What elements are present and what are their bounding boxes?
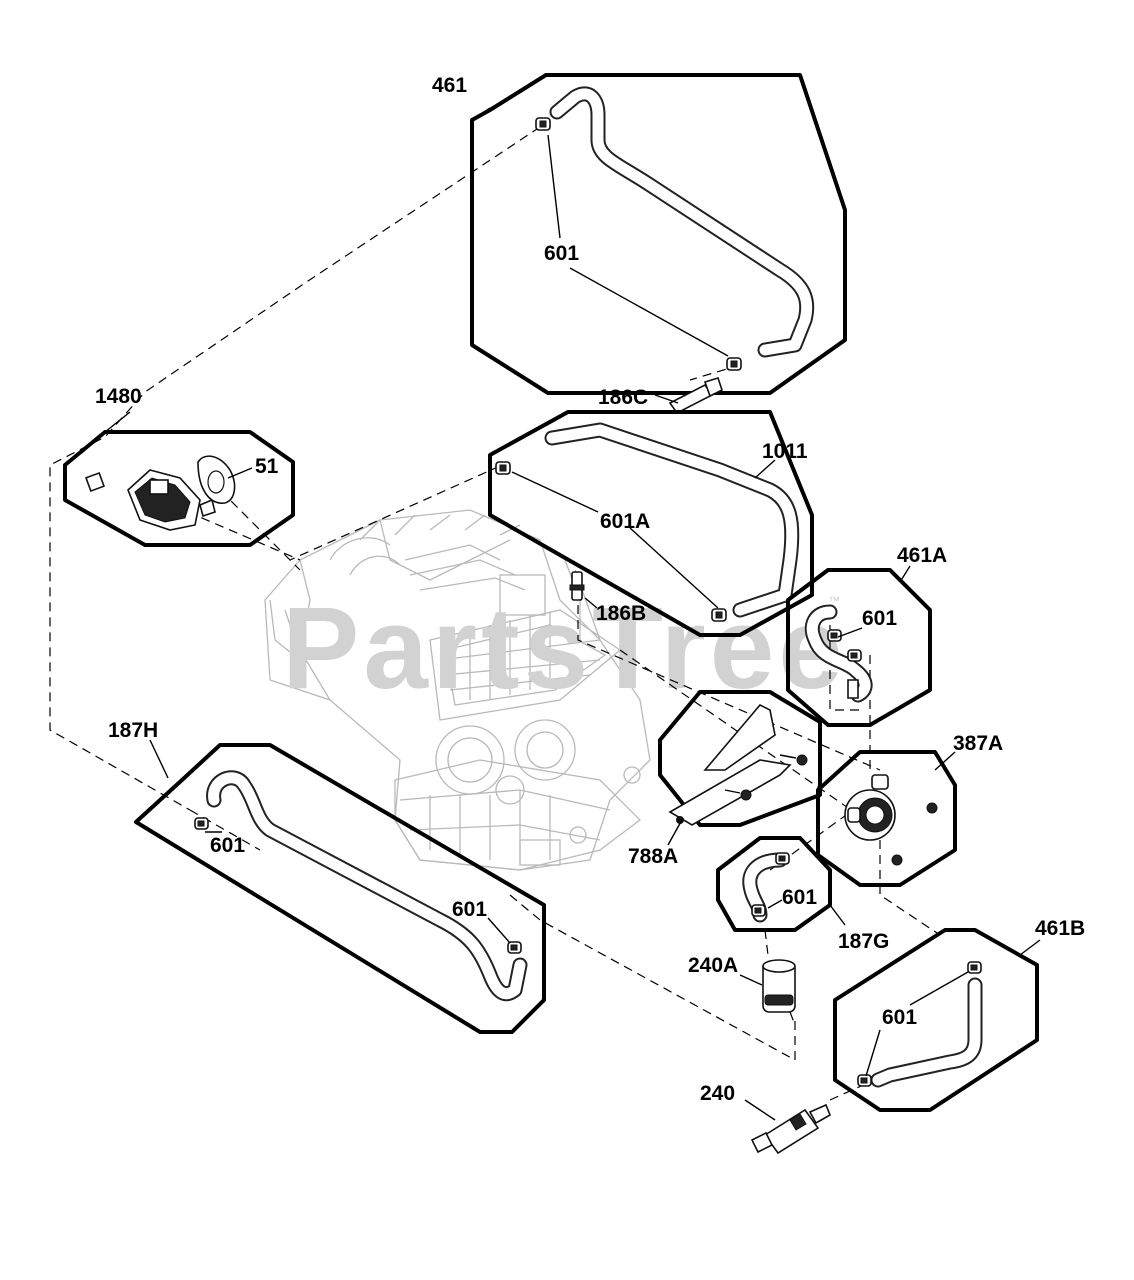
watermark-trademark: ™ [828,594,840,608]
group-461-outline [470,73,847,395]
fitting-186c-icon [654,377,723,415]
label-461b: 461B [1035,917,1085,940]
label-601-top: 601 [544,242,579,265]
group-461b: 461B 601 [833,917,1085,1112]
fitting-186b-icon [569,571,585,601]
hose-clamp-icon [857,1074,872,1087]
bolt-icon [779,754,808,766]
hose-clamp-icon [847,649,862,662]
label-461a: 461A [897,544,947,567]
label-187h: 187H [108,719,158,742]
label-601-187h-left: 601 [210,834,245,857]
label-788a: 788A [628,845,678,868]
group-461b-outline [833,928,1039,1112]
label-187g: 187G [838,930,889,953]
bolt-icon [724,789,752,801]
group-187g: 601 187G [716,836,889,953]
label-601-461a: 601 [862,607,897,630]
hose-clamp-icon [775,852,790,865]
group-1011: 1011 601A [488,410,814,637]
group-461a: 461A 601 [786,544,947,727]
fuel-filter-240-icon [750,1103,832,1155]
label-601-461b: 601 [882,1006,917,1029]
group-461a-outline [786,568,932,727]
hose-clamp-icon [726,357,742,371]
hose-clamp-icon [507,941,522,954]
hose-clamp-icon [751,904,766,917]
mounting-bracket-icon [668,704,792,826]
group-187h-outline [134,743,546,1034]
group-387a: 387A [816,732,1003,887]
group-788a: 788A [628,690,822,868]
label-51: 51 [255,455,279,478]
hose-clamp-icon [827,629,842,642]
hose-clamp-icon [535,117,551,131]
label-601-187h-right: 601 [452,898,487,921]
group-1480-outline [63,430,295,547]
group-1480: 1480 51 [63,385,295,547]
label-461: 461 [432,74,467,97]
fuel-pump-module-icon [85,469,216,531]
bolt-icon [926,802,938,814]
label-601a: 601A [600,510,650,533]
label-1480: 1480 [95,385,142,408]
hose-clamp-icon [967,961,982,974]
fuel-pump-387a-icon [844,774,896,841]
label-186c: 186C [598,386,648,409]
label-387a: 387A [953,732,1003,755]
label-601-187g: 601 [782,886,817,909]
fuel-filter-240a-icon [762,959,796,1013]
hose-clamp-icon [194,817,209,830]
bolt-icon [891,854,903,866]
group-461: 461 601 [432,73,847,395]
group-187h: 187H 601 601 [108,719,546,1034]
group-788a-outline [658,690,822,827]
label-240a: 240A [688,954,738,977]
group-1011-outline [488,410,814,637]
label-1011: 1011 [762,440,808,463]
group-187g-outline [716,836,832,932]
label-186b: 186B [596,602,646,625]
hose-clamp-icon [711,608,727,622]
engine-block-drawing [264,509,651,871]
group-387a-outline [816,750,957,887]
hose-clamp-icon [495,461,511,475]
gasket-51-icon [197,455,236,504]
label-240: 240 [700,1082,735,1105]
